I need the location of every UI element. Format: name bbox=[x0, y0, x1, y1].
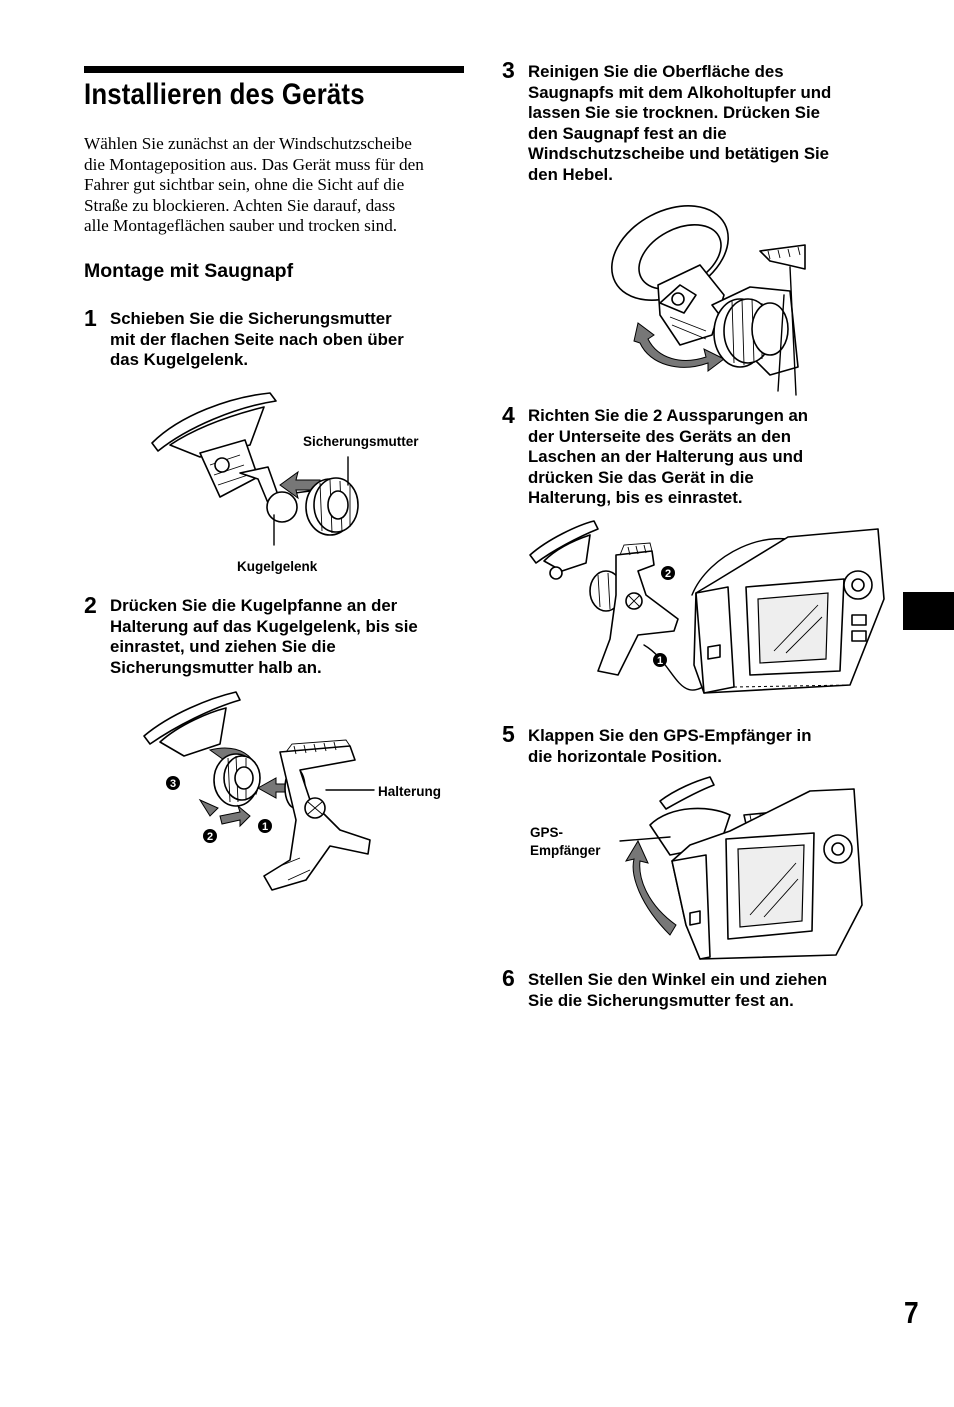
intro-line: alle Montageflächen sauber und trocken s… bbox=[84, 216, 398, 236]
step-line: Saugnapfs mit dem Alkoholtupfer und bbox=[528, 82, 832, 102]
step-4-text: Richten Sie die 2 Aussparungen an der Un… bbox=[528, 406, 808, 509]
step-5-number: 5 bbox=[502, 721, 515, 747]
intro-paragraph: Wählen Sie zunächst an der Windschutzsch… bbox=[84, 134, 468, 237]
callout-2: 2 bbox=[207, 831, 213, 843]
step-4-number: 4 bbox=[502, 402, 515, 428]
step-2-number: 2 bbox=[84, 592, 97, 618]
intro-line: die Montageposition aus. Das Gerät muss … bbox=[84, 154, 424, 174]
page-title: Installieren des Geräts bbox=[84, 78, 365, 111]
step-5-text: Klappen Sie den GPS-Empfänger in die hor… bbox=[528, 726, 811, 767]
step-line: Schieben Sie die Sicherungsmutter bbox=[110, 309, 392, 328]
step-line: Drücken Sie die Kugelpfanne an der bbox=[110, 596, 398, 615]
step-line: mit der flachen Seite nach oben über bbox=[110, 329, 404, 349]
callout-1: 1 bbox=[657, 655, 663, 667]
step-2-text: Drücken Sie die Kugelpfanne an der Halte… bbox=[110, 596, 418, 678]
figure-insert-device: 2 1 bbox=[529, 520, 885, 694]
label-gps-line: Empfänger bbox=[530, 843, 601, 858]
section-tab-marker bbox=[903, 592, 954, 630]
step-1-number: 1 bbox=[84, 305, 97, 331]
heading-rule bbox=[84, 66, 464, 73]
callout-3: 3 bbox=[170, 778, 176, 790]
label-gps-line: GPS- bbox=[530, 825, 564, 840]
label-gps-empfaenger: GPS- Empfänger bbox=[530, 824, 601, 860]
step-line: Sie die Sicherungsmutter fest an. bbox=[528, 990, 794, 1010]
step-line: Klappen Sie den GPS-Empfänger in bbox=[528, 726, 812, 745]
step-6-number: 6 bbox=[502, 965, 515, 991]
page-number: 7 bbox=[904, 1295, 919, 1330]
intro-line: Wählen Sie zunächst an der Windschutzsch… bbox=[84, 134, 412, 153]
callout-1: 1 bbox=[262, 821, 268, 833]
step-line: den Hebel. bbox=[528, 164, 613, 184]
callout-2: 2 bbox=[665, 568, 671, 580]
step-line: die horizontale Position. bbox=[528, 746, 722, 766]
label-halterung: Halterung bbox=[378, 784, 442, 799]
step-line: einrastet, und ziehen Sie die bbox=[110, 637, 336, 657]
step-line: Halterung auf das Kugelgelenk, bis sie bbox=[110, 616, 418, 636]
figure-gps-receiver bbox=[619, 776, 863, 960]
step-line: den Saugnapf fest an die bbox=[528, 123, 727, 143]
intro-line: Straße zu blockieren. Achten Sie darauf,… bbox=[84, 195, 396, 215]
step-line: drücken Sie das Gerät in die bbox=[528, 467, 754, 487]
section-subheading: Montage mit Saugnapf bbox=[84, 260, 294, 282]
figure-suction-cup-lock-nut bbox=[151, 392, 359, 546]
label-kugelgelenk: Kugelgelenk bbox=[237, 559, 318, 574]
step-line: Richten Sie die 2 Aussparungen an bbox=[528, 406, 809, 425]
step-line: Stellen Sie den Winkel ein und ziehen bbox=[528, 970, 828, 989]
step-line: lassen Sie sie trocknen. Drücken Sie bbox=[528, 103, 820, 123]
step-line: Sicherungsmutter halb an. bbox=[110, 657, 322, 677]
step-3-number: 3 bbox=[502, 57, 515, 83]
figure-bracket-attach: 3 2 1 bbox=[143, 691, 375, 891]
step-6-text: Stellen Sie den Winkel ein und ziehen Si… bbox=[528, 970, 827, 1011]
label-sicherungsmutter: Sicherungsmutter bbox=[303, 434, 419, 449]
step-line: das Kugelgelenk. bbox=[110, 350, 249, 370]
step-line: Halterung, bis es einrastet. bbox=[528, 488, 743, 508]
step-1-text: Schieben Sie die Sicherungsmutter mit de… bbox=[110, 309, 404, 371]
step-line: Laschen an der Halterung aus und bbox=[528, 447, 804, 467]
intro-line: Fahrer gut sichtbar sein, ohne die Sicht… bbox=[84, 175, 405, 195]
step-line: Reinigen Sie die Oberfläche des bbox=[528, 62, 784, 81]
step-line: der Unterseite des Geräts an den bbox=[528, 426, 792, 446]
step-3-text: Reinigen Sie die Oberfläche des Saugnapf… bbox=[528, 62, 831, 186]
step-line: Windschutzscheibe und betätigen Sie bbox=[528, 144, 830, 164]
figure-suction-lever bbox=[611, 205, 806, 396]
